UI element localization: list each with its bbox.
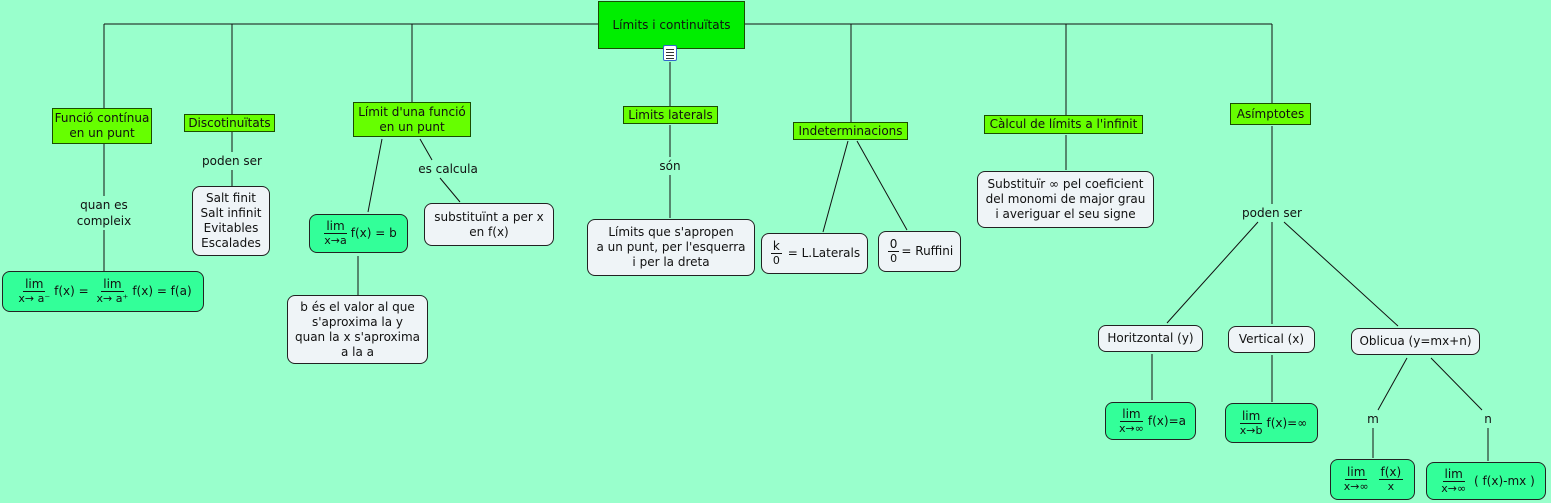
link-text: compleix bbox=[76, 214, 132, 228]
concept-label: Indeterminacions bbox=[798, 123, 903, 138]
node-text: Vertical (x) bbox=[1238, 332, 1305, 346]
node-text: a un punt, per l'esquerra bbox=[596, 240, 746, 254]
node-text: Límits que s'apropen bbox=[608, 225, 734, 239]
link-text: quan es bbox=[80, 198, 128, 212]
lim-sub: x→∞ bbox=[1441, 481, 1467, 495]
numerator: 0 bbox=[887, 237, 900, 252]
node-text: Substituïr ∞ pel coeficient bbox=[987, 177, 1144, 191]
node-text: en f(x) bbox=[469, 224, 509, 239]
list-item: Salt finit bbox=[205, 191, 257, 205]
fx-over-x: f(x)x bbox=[1378, 465, 1404, 493]
lim-sub: x→∞ bbox=[1119, 421, 1144, 435]
concept-label: Discotinuïtats bbox=[188, 115, 271, 130]
denominator: x bbox=[1387, 480, 1395, 493]
list-item: Salt infinit bbox=[200, 206, 262, 220]
concept-funcio-continua[interactable]: Funció contínua en un punt bbox=[52, 108, 152, 144]
link-quan-es-compleix: quan es compleix bbox=[76, 197, 132, 229]
numerator: k bbox=[770, 239, 782, 254]
root-concept[interactable]: Límits i continuïtats bbox=[598, 1, 745, 49]
link-es-calcula: es calcula bbox=[418, 161, 478, 177]
formula-text: f(x) = bbox=[54, 284, 89, 298]
concept-label: Límit d'una funció en un punt bbox=[358, 104, 466, 134]
concept-label: Asímptotes bbox=[1236, 106, 1305, 121]
concept-label: Limits laterals bbox=[628, 107, 713, 122]
node-text: substituïnt a per x bbox=[434, 209, 544, 224]
lim-text: lim bbox=[1120, 406, 1143, 422]
formula-text: f(x) = b bbox=[350, 226, 397, 240]
lim-sub: x→ a⁻ bbox=[18, 292, 51, 305]
node-text: Horitzontal (y) bbox=[1107, 331, 1194, 345]
node-text: Oblicua (y=mx+n) bbox=[1359, 334, 1472, 348]
link-m: m bbox=[1367, 411, 1379, 427]
lim-sub: x→a bbox=[324, 234, 347, 247]
list-item: Evitables bbox=[203, 221, 259, 235]
node-text: = Ruffini bbox=[901, 244, 954, 258]
node-text: quan la x s'aproxima bbox=[294, 329, 421, 344]
concept-label: Càlcul de límits a l'infinit bbox=[989, 117, 1138, 131]
formula-text: f(x)=a bbox=[1147, 413, 1186, 428]
concept-indeterminacions[interactable]: Indeterminacions bbox=[793, 122, 908, 140]
concept-discontinuitats[interactable]: Discotinuïtats bbox=[184, 114, 275, 132]
lim-sub: x→∞ bbox=[1343, 480, 1369, 493]
node-text: s'aproxima la y bbox=[311, 314, 404, 329]
link-poden-ser: poden ser bbox=[202, 153, 262, 169]
concept-label: Funció contínua en un punt bbox=[54, 111, 150, 140]
lim-text: lim bbox=[1345, 465, 1368, 480]
node-text: a la a bbox=[340, 344, 375, 359]
lim-text: lim bbox=[1239, 408, 1263, 424]
document-icon[interactable] bbox=[663, 45, 677, 61]
node-vertical[interactable]: Vertical (x) bbox=[1228, 326, 1315, 353]
link-n: n bbox=[1484, 411, 1492, 427]
link-son: són bbox=[659, 158, 681, 174]
lim-text: lim bbox=[1442, 466, 1465, 482]
lim-text: lim bbox=[101, 277, 124, 292]
node-horitzontal[interactable]: Horitzontal (y) bbox=[1098, 325, 1203, 352]
link-poden-ser-asimptotes: poden ser bbox=[1242, 205, 1302, 221]
formula-text: f(x) = f(a) bbox=[132, 284, 192, 298]
lim-text: lim bbox=[23, 277, 46, 292]
formula-text: ( f(x)-mx ) bbox=[1473, 473, 1535, 488]
lim-text: lim bbox=[324, 219, 347, 234]
node-text: i averiguar el seu signe bbox=[995, 207, 1136, 221]
list-item: Escalades bbox=[201, 236, 261, 250]
concept-calcul-infinit[interactable]: Càlcul de límits a l'infinit bbox=[984, 115, 1143, 134]
node-text: del monomi de major grau bbox=[985, 192, 1146, 206]
formula-text: f(x)=∞ bbox=[1266, 415, 1308, 430]
node-text: = L.Laterals bbox=[787, 246, 861, 260]
denominator: 0 bbox=[890, 252, 898, 265]
concept-asimptotes[interactable]: Asímptotes bbox=[1230, 103, 1311, 125]
numerator: f(x) bbox=[1378, 465, 1404, 480]
lim-sub: x→ a⁺ bbox=[96, 292, 129, 305]
lim-sub: x→b bbox=[1239, 423, 1263, 437]
node-text: i per la dreta bbox=[632, 255, 710, 269]
denominator: 0 bbox=[772, 254, 780, 267]
concept-limits-laterals[interactable]: Limits laterals bbox=[623, 106, 718, 124]
node-oblicua[interactable]: Oblicua (y=mx+n) bbox=[1351, 328, 1480, 355]
concept-limit-funcio[interactable]: Límit d'una funció en un punt bbox=[353, 102, 471, 137]
node-text: b és el valor al que bbox=[300, 299, 415, 314]
root-label: Límits i continuïtats bbox=[612, 17, 731, 32]
